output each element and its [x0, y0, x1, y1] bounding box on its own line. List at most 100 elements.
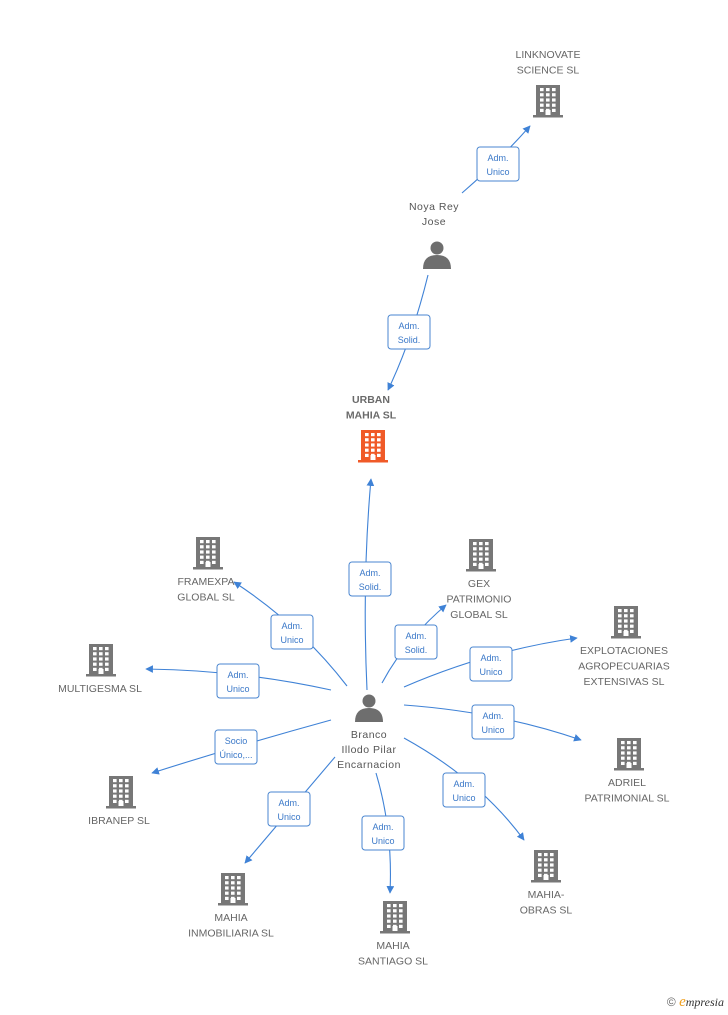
edge-label-text: Unico	[479, 667, 502, 677]
building-icon	[614, 738, 644, 771]
node-label-line: URBAN	[352, 394, 390, 406]
edge-label-text: Solid.	[398, 335, 421, 345]
person-icon	[423, 241, 451, 269]
edge-label-box	[476, 146, 520, 182]
edge-label-text: Adm.	[227, 670, 248, 680]
edge-label-e5: Adm.Solid.	[394, 624, 438, 660]
node-mahiainmo[interactable]: MAHIA INMOBILIARIA SL	[188, 873, 274, 940]
edge-label-text: Adm.	[482, 711, 503, 721]
edge-label-e2: Adm. Solid.	[387, 314, 431, 350]
edge-label-box	[270, 614, 314, 650]
edge-label-box	[469, 646, 513, 682]
edge-label-e12: Adm. Unico	[361, 815, 405, 851]
building-icon	[86, 644, 116, 677]
node-multigesma[interactable]: MULTIGESMA SL	[58, 644, 142, 695]
edge-label-text: Unico	[277, 812, 300, 822]
node-label-line: Illodo Pilar	[341, 744, 396, 756]
node-label-line: EXTENSIVAS SL	[584, 676, 665, 688]
edge-label-text: Unico	[371, 836, 394, 846]
edge-label-box	[361, 815, 405, 851]
node-label-line: MULTIGESMA SL	[58, 683, 142, 695]
edge-label-text: Solid.	[359, 582, 382, 592]
node-linknovate[interactable]: LINKNOVATE SCIENCE SL	[516, 49, 581, 118]
node-label-line: PATRIMONIAL SL	[585, 793, 670, 805]
node-label-line: GEX	[468, 578, 490, 590]
edge-label-box	[216, 663, 260, 699]
node-label-line: SANTIAGO SL	[358, 956, 428, 968]
node-label-line: PATRIMONIO	[447, 594, 512, 606]
node-gex[interactable]: GEX PATRIMONIO GLOBAL SL	[447, 539, 512, 621]
node-label-line: Encarnacion	[337, 759, 401, 771]
edge-label-text: Adm.	[372, 822, 393, 832]
node-label-line: EXPLOTACIONES	[580, 645, 668, 657]
edge-label-box	[442, 772, 486, 808]
node-label-line: SCIENCE SL	[517, 65, 580, 77]
edge-label-box	[387, 314, 431, 350]
edge-label-text: Adm.	[278, 798, 299, 808]
brand-logo-text: mpresia	[685, 995, 724, 1009]
copyright-symbol: ©	[666, 995, 676, 1009]
edge-label-e3: Adm. Solid.	[348, 561, 392, 597]
brand-logo-e: e	[679, 994, 686, 1010]
node-label-line: Branco	[351, 729, 387, 741]
building-icon	[358, 430, 388, 463]
node-label-line: LINKNOVATE	[516, 49, 581, 61]
edge-label-box	[214, 729, 258, 765]
edge-label-text: Socio	[225, 736, 248, 746]
node-label-line: IBRANEP SL	[88, 815, 150, 827]
building-icon	[380, 901, 410, 934]
edge-label-box	[394, 624, 438, 660]
edge-label-e8: Adm. Unico	[471, 704, 515, 740]
node-ibranep[interactable]: IBRANEP SL	[88, 776, 150, 827]
building-icon	[611, 606, 641, 639]
building-icon	[531, 850, 561, 883]
edge-label-text: Adm.	[398, 321, 419, 331]
node-label-line: Noya Rey	[409, 201, 459, 213]
edge-label-e11: Adm. Unico	[267, 791, 311, 827]
edge-label-e6: Adm. Unico	[469, 646, 513, 682]
person-icon	[355, 694, 383, 722]
node-label-line: Jose	[422, 216, 446, 228]
node-explot[interactable]: EXPLOTACIONES AGROPECUARIAS EXTENSIVAS SL	[578, 606, 670, 688]
node-label-line: FRAMEXPA	[178, 576, 235, 588]
node-label-line: GLOBAL SL	[450, 609, 508, 621]
node-label-line: MAHIA-	[528, 889, 565, 901]
node-label-line: GLOBAL SL	[177, 592, 235, 604]
edge-label-text: Solid.	[405, 645, 428, 655]
brand-watermark: © empresia	[667, 994, 724, 1011]
node-label-line: MAHIA	[214, 912, 247, 924]
edge-label-e7: Adm. Unico	[216, 663, 260, 699]
edge-label-text: Adm.	[453, 779, 474, 789]
edge-label-text: Unico	[481, 725, 504, 735]
edge-label-text: Adm.	[359, 568, 380, 578]
node-urban[interactable]: URBAN MAHIA SL	[346, 394, 397, 463]
node-label-line: AGROPECUARIAS	[578, 661, 670, 673]
edge-label-text: Adm.	[480, 653, 501, 663]
edge-label-box	[348, 561, 392, 597]
edge-label-text: Unico	[486, 167, 509, 177]
building-icon	[218, 873, 248, 906]
building-icon	[533, 85, 563, 118]
node-label-line: MAHIA SL	[346, 410, 397, 422]
edge-label-e9: SocioÚnico,...	[214, 729, 258, 765]
node-label-line: OBRAS SL	[520, 905, 573, 917]
edge-label-text: Unico	[226, 684, 249, 694]
node-framexpa[interactable]: FRAMEXPA GLOBAL SL	[177, 537, 235, 604]
building-icon	[106, 776, 136, 809]
node-label-line: INMOBILIARIA SL	[188, 928, 274, 940]
edge-label-e10: Adm.Unico	[442, 772, 486, 808]
edge-label-text: Adm.	[281, 621, 302, 631]
edge-label-text: Unico	[280, 635, 303, 645]
edge-label-box	[471, 704, 515, 740]
node-mahiaobras[interactable]: MAHIA- OBRAS SL	[520, 850, 573, 917]
building-icon	[466, 539, 496, 572]
edge-label-e4: Adm. Unico	[270, 614, 314, 650]
edge-label-text: Único,...	[219, 750, 252, 760]
building-icon	[193, 537, 223, 570]
edge-label-box	[267, 791, 311, 827]
